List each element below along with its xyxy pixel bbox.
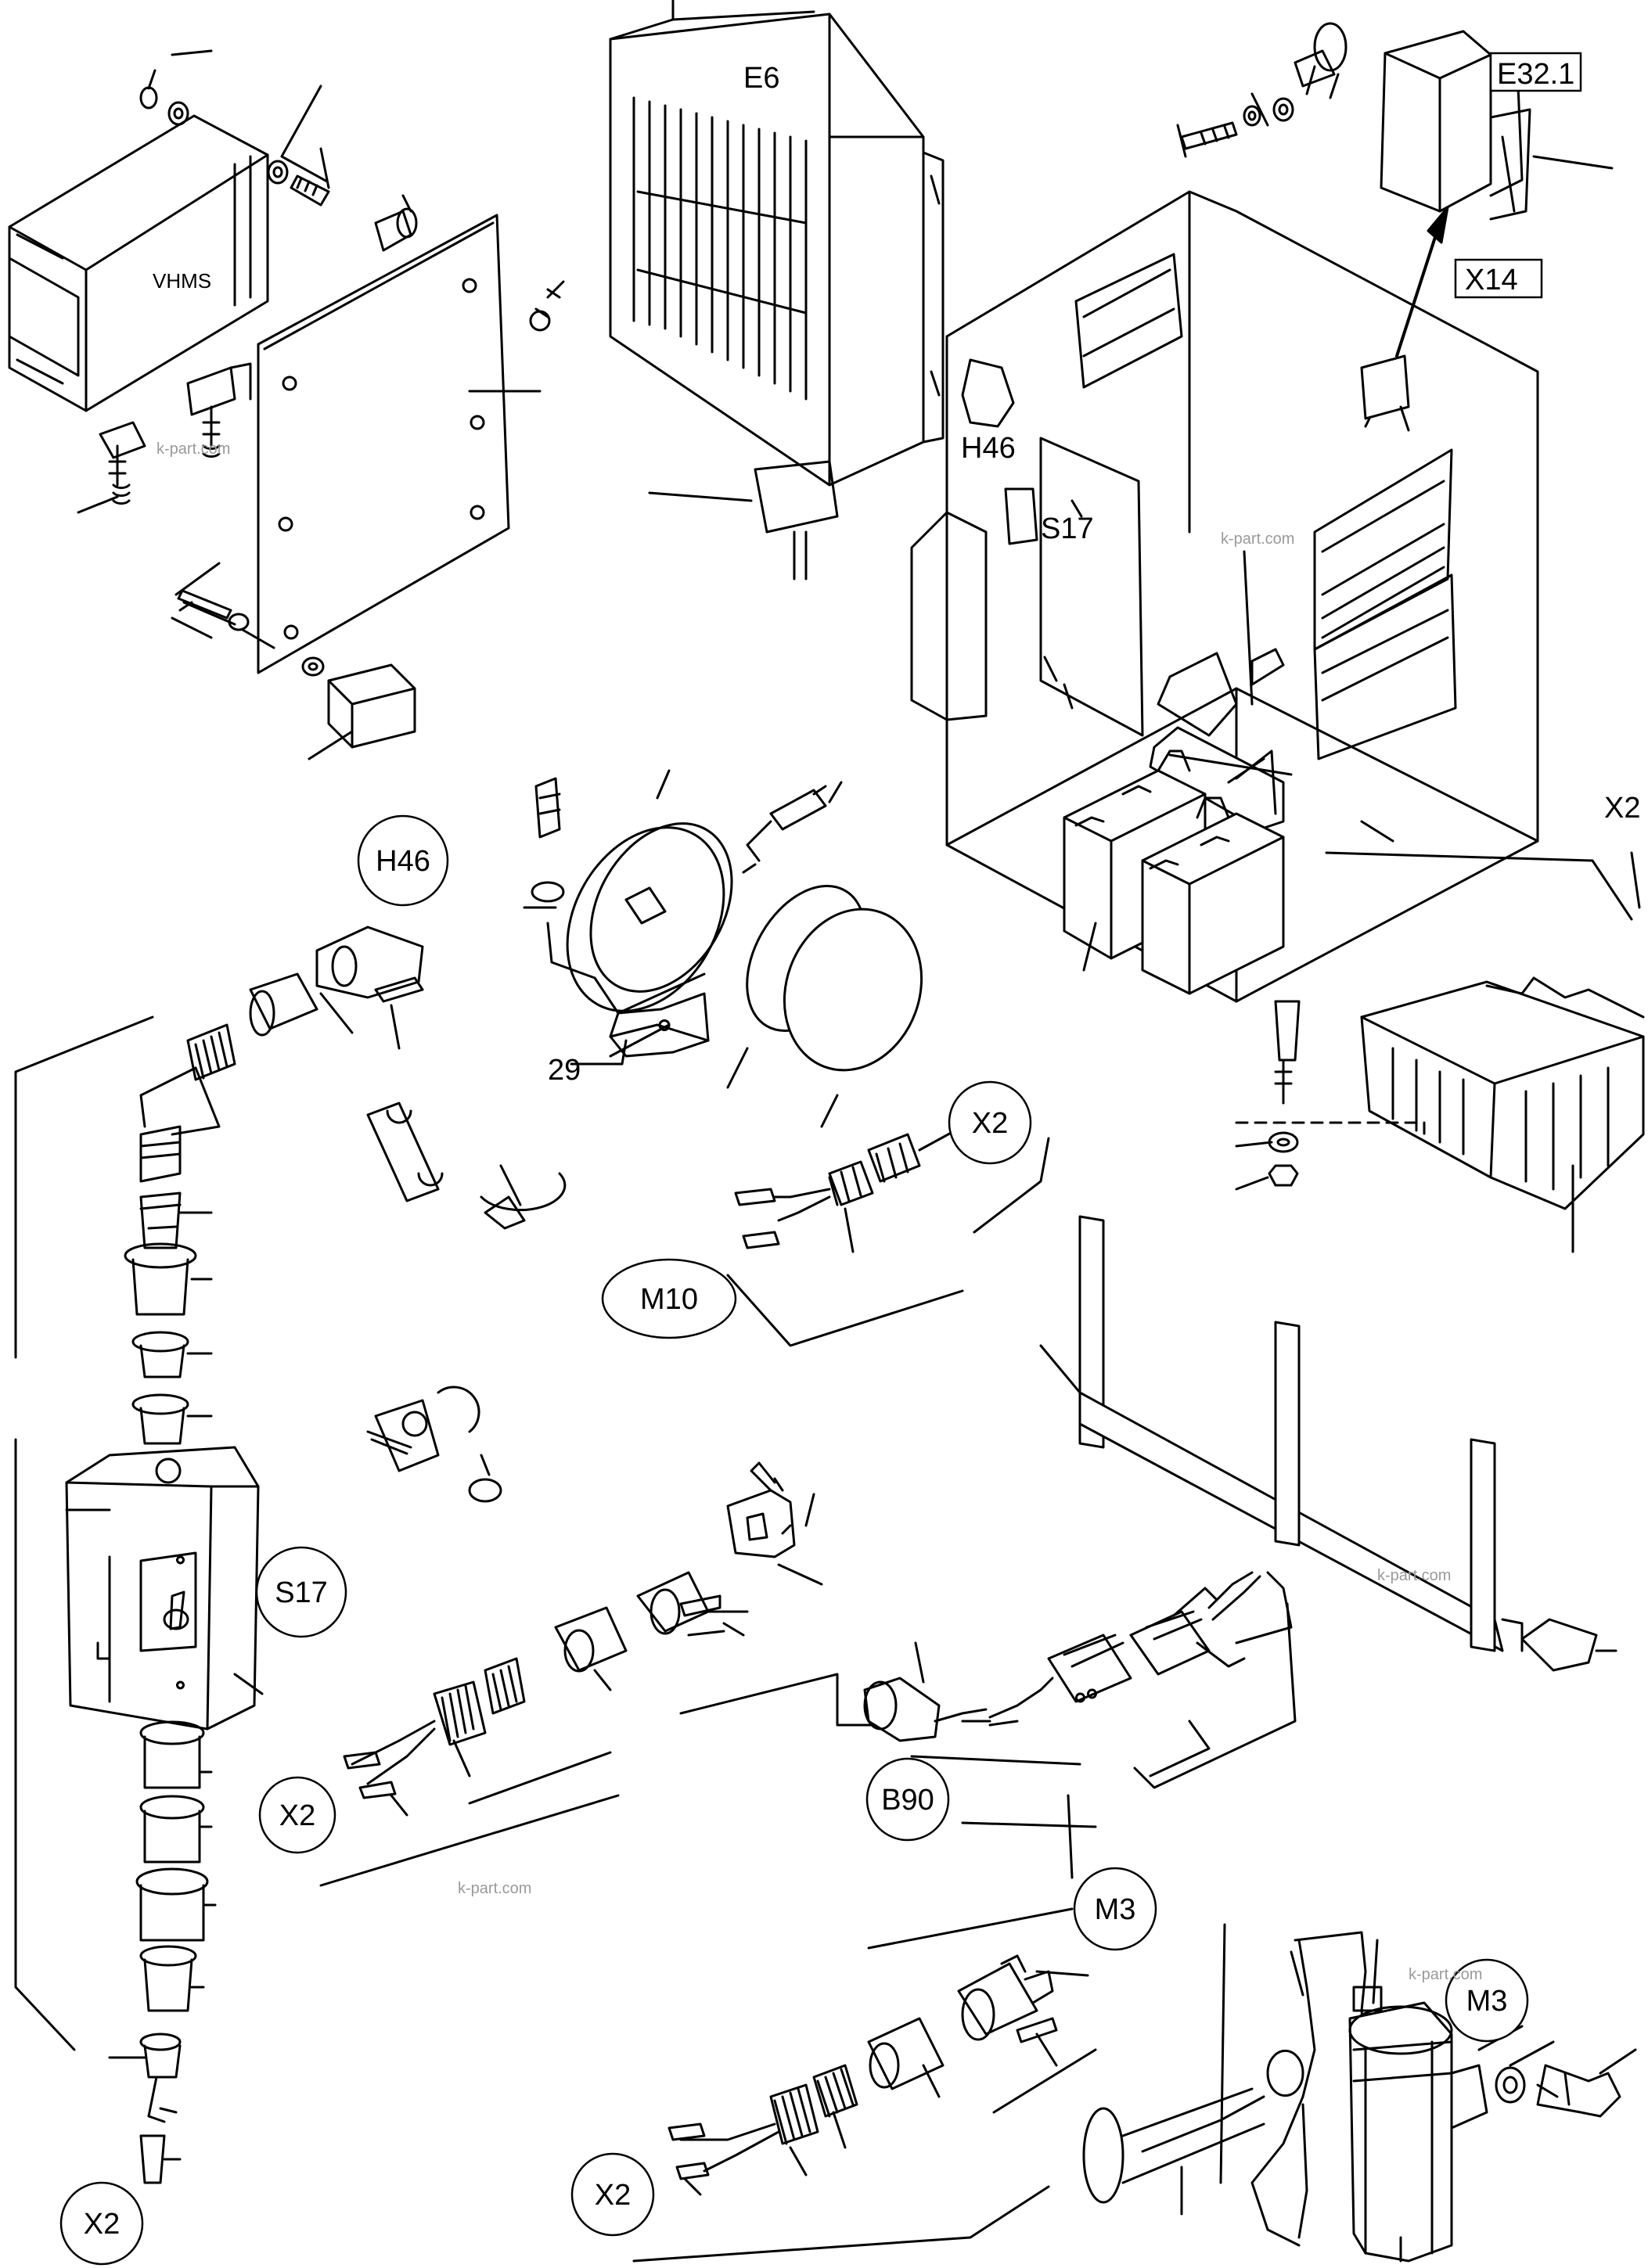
x2-bottom-callout-circle [570, 2152, 655, 2237]
h46-beacon-lamp [523, 769, 923, 1128]
b90-plug-connectors [1016, 1571, 1297, 1789]
s17-switch-box [65, 1446, 264, 1731]
label-m3-horn: M3 [1466, 1985, 1508, 2018]
vhms-module [8, 114, 269, 412]
label-x2-mid: X2 [279, 1799, 315, 1832]
label-x2-left: X2 [84, 2208, 120, 2241]
label-b90: B90 [881, 1784, 934, 1817]
operator-cab [910, 190, 1539, 1003]
b90-pressure-sensor [863, 1641, 1211, 1828]
storage-bin [1235, 976, 1645, 1253]
e32-1-label-box [1489, 52, 1582, 92]
harness-tape-and-tie [366, 1102, 567, 1503]
label-e32-1: E32.1 [1497, 58, 1574, 91]
vhms-mounting-plate [257, 214, 510, 674]
m3-connector-chain [632, 1794, 1226, 2263]
watermark-3: k-part.com [1377, 1567, 1451, 1584]
x2-leader-lines [14, 851, 1633, 2051]
x2-left-callout-circle [59, 2181, 144, 2266]
b90-callout-circle [865, 1757, 950, 1842]
watermark-5: k-part.com [1409, 1966, 1482, 1983]
watermark-2: k-part.com [1221, 530, 1294, 548]
x2-m10-callout-circle [948, 1080, 1032, 1165]
m10-callout-ellipse [601, 1258, 737, 1339]
label-m10: M10 [640, 1283, 698, 1316]
e6-control-cabinet [609, 0, 945, 580]
vhms-hardware [77, 49, 565, 760]
m3-air-horn [1082, 1931, 1637, 2263]
m3-horn-callout-circle [1445, 1958, 1529, 2043]
label-m3: M3 [1095, 1893, 1136, 1926]
label-h46: H46 [376, 845, 430, 878]
x14-label-box [1454, 258, 1543, 299]
label-h46-cab: H46 [961, 432, 1016, 465]
label-s17-cab: S17 [1041, 512, 1094, 545]
x2-mid-callout-circle [258, 1776, 336, 1854]
x2-connector-chain-mid [319, 1461, 917, 1887]
s17-lower-fittings [108, 1720, 217, 2184]
label-e6: E6 [743, 62, 779, 95]
watermark-1: k-part.com [157, 440, 230, 458]
label-x2-m10: X2 [972, 1107, 1008, 1140]
label-x2-cab: X2 [1604, 792, 1640, 825]
h46-callout-circle [357, 814, 449, 907]
mounting-frame [1039, 1215, 1617, 1672]
e32-1-controller [1176, 22, 1641, 909]
watermark-4: k-part.com [458, 1880, 531, 1897]
label-vhms: VHMS [153, 269, 211, 293]
m3-callout-circle [1073, 1867, 1157, 1951]
label-s17: S17 [275, 1576, 328, 1609]
h46-connector-chain [124, 926, 424, 1445]
label-x14: X14 [1465, 264, 1518, 297]
label-x2-bottom: X2 [595, 2179, 631, 2212]
label-29: 29 [548, 1054, 581, 1087]
s17-callout-circle [255, 1546, 347, 1638]
